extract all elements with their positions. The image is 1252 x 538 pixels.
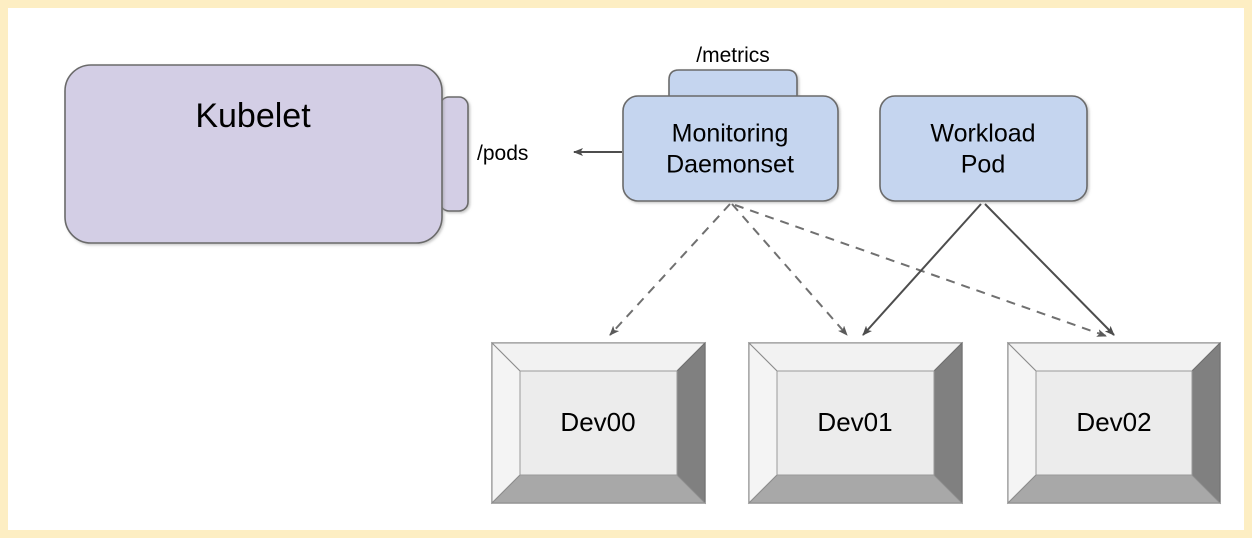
dev01-face[interactable] <box>776 370 935 476</box>
edge-workload-to-dev01 <box>862 203 982 336</box>
edge-monitoring-to-dev01 <box>731 203 848 336</box>
node-dev02[interactable]: Dev02 <box>1006 341 1222 505</box>
diagram-svg: Kubelet /pods Monitoring Daemonset /metr… <box>64 44 1222 505</box>
edge-workload-to-dev02 <box>984 203 1115 336</box>
workload-pod-body[interactable] <box>879 95 1088 202</box>
pods-tab-shape[interactable] <box>439 96 469 212</box>
dev02-bevel-bottom <box>1006 474 1222 504</box>
node-dev00[interactable]: Dev00 <box>490 341 707 505</box>
dev01-label: Dev01 <box>817 407 892 437</box>
dev02-bevel-top <box>1006 342 1222 372</box>
node-dev01[interactable]: Dev01 <box>747 341 964 505</box>
node-kubelet[interactable]: Kubelet <box>64 64 469 244</box>
node-workload-pod[interactable]: Workload Pod <box>879 95 1088 202</box>
monitoring-daemonset-body[interactable] <box>622 95 839 202</box>
dev00-bevel-bottom <box>490 474 707 504</box>
monitoring-daemonset-label-line1: Monitoring <box>672 120 789 148</box>
workload-pod-label-line2: Pod <box>961 151 1005 179</box>
dev02-label: Dev02 <box>1076 407 1151 437</box>
dev00-face[interactable] <box>519 370 678 476</box>
dev00-label: Dev00 <box>560 407 635 437</box>
dev01-bevel-bottom <box>747 474 964 504</box>
edge-monitoring-to-dev00 <box>609 203 731 336</box>
metrics-tab-label: /metrics <box>696 44 770 67</box>
kubelet-body[interactable] <box>64 64 443 244</box>
kubelet-label: Kubelet <box>195 97 311 135</box>
dev02-face[interactable] <box>1035 370 1193 476</box>
node-monitoring-daemonset[interactable]: Monitoring Daemonset <box>622 69 839 202</box>
pods-tab-label: /pods <box>477 142 528 165</box>
dev00-bevel-top <box>490 342 707 372</box>
monitoring-daemonset-label-line2: Daemonset <box>666 151 794 179</box>
workload-pod-label-line1: Workload <box>930 120 1035 148</box>
dev01-bevel-top <box>747 342 964 372</box>
